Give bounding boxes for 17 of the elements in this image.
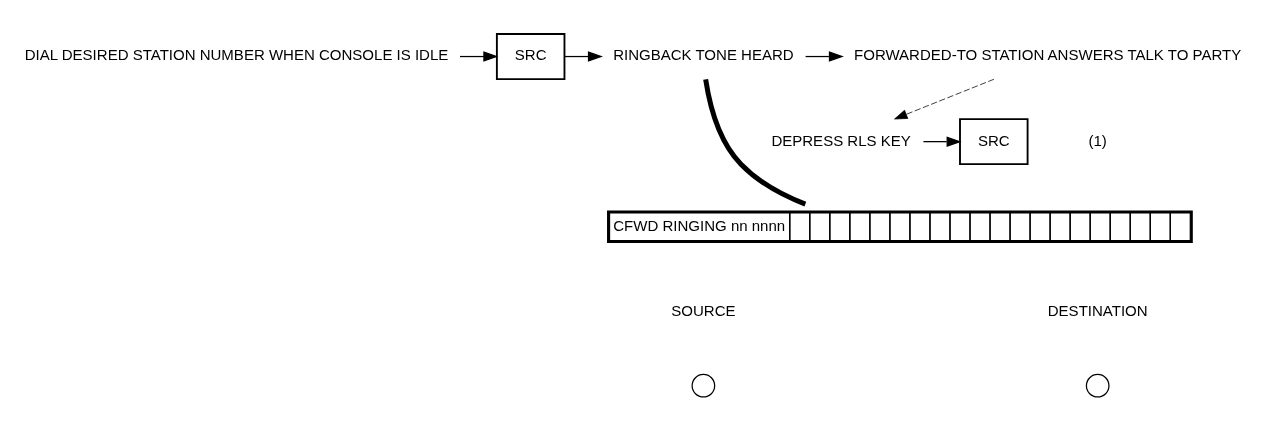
arrow [922,136,962,147]
arrow [564,51,603,62]
node-circle [691,373,716,398]
arrow [459,51,499,62]
label: DESTINATION [1047,301,1148,319]
node-box: SRC [959,118,1029,166]
node-box: SRC [495,33,566,80]
node-circle [1085,373,1110,398]
node-text: DIAL DESIRED STATION NUMBER WHEN CONSOLE IS IDLE [24,46,449,64]
node-text: RINGBACK TONE HEARD [613,46,794,64]
node-text: FORWARDED-TO STATION ANSWERS TALK TO PARTY [854,46,1242,64]
node-text: DEPRESS RLS KEY [771,131,911,149]
arrow [894,78,995,120]
arrow [804,51,844,62]
label: SOURCE [671,301,736,319]
label: (1) [1088,131,1107,149]
connector [703,78,807,207]
